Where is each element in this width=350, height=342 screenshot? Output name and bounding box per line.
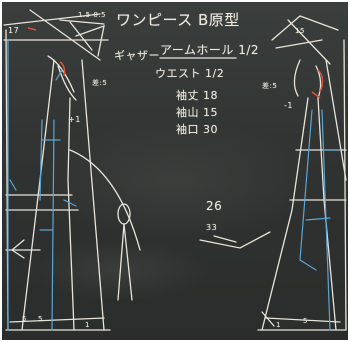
waist-label: ウエスト 1/2 bbox=[155, 67, 225, 80]
right-hem-5: 5 bbox=[303, 317, 308, 325]
left-hem-5b: 5 bbox=[38, 315, 43, 323]
sleeve-opening-label: 袖口 30 bbox=[176, 123, 218, 136]
measure-33: 33 bbox=[206, 223, 218, 232]
right-minus-one: -1 bbox=[284, 101, 293, 110]
left-hem-1: 1 bbox=[85, 321, 90, 329]
left-top-measures: 1.5 0.5 bbox=[78, 11, 106, 19]
right-red-accents bbox=[311, 69, 324, 99]
left-red-accents bbox=[27, 27, 66, 77]
right-top-15: 15 bbox=[295, 27, 305, 35]
left-ease-label: 差:5 bbox=[92, 79, 108, 87]
measure-17: 17 bbox=[8, 26, 20, 35]
armhole-label: アームホール 1/2 bbox=[160, 43, 260, 57]
sleeve-length-label: 袖丈 18 bbox=[176, 89, 218, 102]
right-blue-lines bbox=[299, 109, 341, 331]
gathers-label: ギャザー bbox=[114, 49, 160, 62]
left-hem-5a: 5 bbox=[22, 315, 27, 323]
measure-26: 26 bbox=[206, 199, 223, 213]
eraser-smudge bbox=[35, 120, 315, 240]
center-marks bbox=[117, 57, 271, 301]
sleeve-cap-label: 袖山 15 bbox=[176, 106, 218, 119]
pattern-title: ワンピース B原型 bbox=[116, 11, 240, 29]
right-pattern bbox=[257, 15, 347, 331]
left-blue-lines bbox=[7, 39, 77, 331]
right-ease-label: 差:5 bbox=[262, 82, 278, 90]
left-plus-one: +1 bbox=[68, 115, 81, 124]
right-hem-1: 1 bbox=[276, 321, 281, 329]
